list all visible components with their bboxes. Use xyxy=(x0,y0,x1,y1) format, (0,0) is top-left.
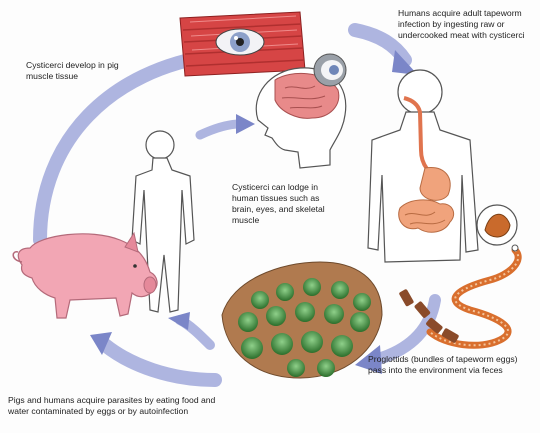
human-figure-icon xyxy=(131,130,195,313)
cabbage-rows xyxy=(238,278,371,377)
human-head-icon xyxy=(255,53,347,169)
cycle-arrow-bottom-left xyxy=(90,332,222,387)
cycle-arrow-top-right xyxy=(348,23,418,75)
pig-icon xyxy=(12,231,158,319)
caption-cysticerci-develop: Cysticerci develop in pig muscle tissue xyxy=(26,60,119,81)
eye-icon xyxy=(215,28,265,56)
caption-cysticerci-lodge: Cysticerci can lodge in human tissues su… xyxy=(232,182,325,225)
tapeworm-head-icon xyxy=(476,204,518,246)
cycle-arrow-bottom-right xyxy=(355,294,441,374)
arrow-to-head xyxy=(195,114,255,140)
caption-human-acquire: Humans acquire adult tapeworm infection … xyxy=(398,8,525,40)
arrow-to-human-figure xyxy=(168,312,215,350)
crop-field-icon xyxy=(221,261,383,379)
caption-proglottids: Proglottids (bundles of tapeworm eggs) p… xyxy=(368,354,518,375)
digestive-system-icon xyxy=(367,69,479,263)
caption-pigs-humans: Pigs and humans acquire parasites by eat… xyxy=(8,395,216,416)
proglottid-icon xyxy=(399,289,459,343)
tapeworm-icon xyxy=(426,244,522,349)
